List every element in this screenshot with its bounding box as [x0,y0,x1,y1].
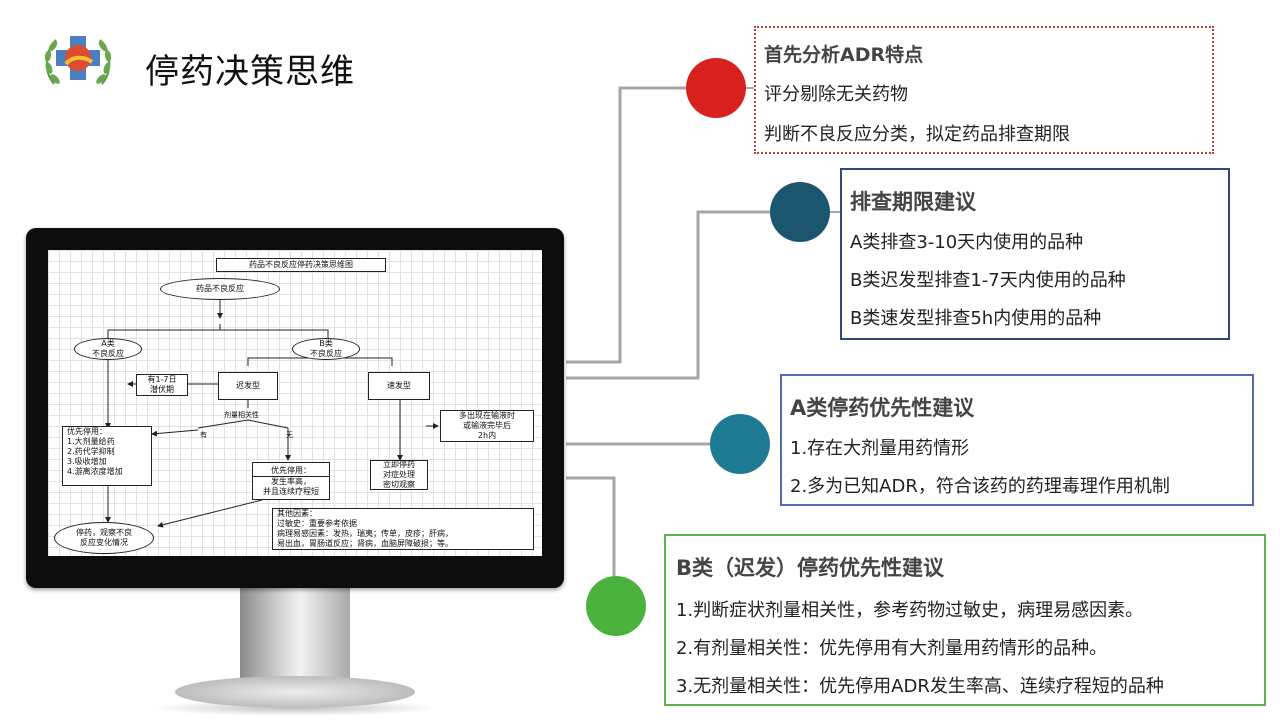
green-dot [586,576,646,636]
hospital-pharmacy-logo-icon [40,28,116,96]
callout-b-priority: B类（迟发）停药优先性建议 1.判断症状剂量相关性，参考药物过敏史，病理易感因素… [664,534,1266,706]
callout-a-priority: A类停药优先性建议 1.存在大剂量用药情形 2.多为已知ADR，符合该药的药理毒… [780,374,1254,506]
flow-stop-now-box: 立即停药对症处理密切观察 [370,460,428,490]
flow-no-label: 无 [286,431,293,439]
callout-period-line: B类速发型排查5h内使用的品种 [850,308,1102,329]
callout-adr: 首先分析ADR特点 评分剔除无关药物 判断不良反应分类，拟定药品排查期限 [754,26,1214,154]
page-title: 停药决策思维 [145,52,355,92]
monitor-stand [240,588,350,680]
callout-b-priority-title: B类（迟发）停药优先性建议 [676,556,945,580]
flow-latency-box: 有1-7日潜伏期 [136,374,188,396]
flow-dose-relation-label: 剂量相关性 [224,411,259,419]
callout-b-priority-line: 1.判断症状剂量相关性，参考药物过敏史，病理易感因素。 [676,600,1144,621]
callout-period-line: A类排查3-10天内使用的品种 [850,232,1084,253]
callout-adr-line: 判断不良反应分类，拟定药品排查期限 [764,124,1070,145]
flow-b-type-node: B类不良反应 [292,338,360,360]
callout-period-line: B类迟发型排查1-7天内使用的品种 [850,270,1126,291]
dark-teal-dot [770,182,830,242]
callout-a-priority-title: A类停药优先性建议 [790,396,975,420]
red-dot [686,58,746,118]
teal-dot [710,414,770,474]
monitor-screen-flowchart: 药品不良反应停药决策思维图 药品不良反应 A类不良反应 B类不良反应 有1-7日… [48,250,542,556]
flow-delayed-box: 迟发型 [218,372,278,400]
flow-start-node: 药品不良反应 [160,278,280,300]
callout-adr-line: 评分剔除无关药物 [764,84,908,105]
flow-other-factors-box: 其他因素： 过敏史：重要参考依据 病理易感因素：发热，瑞夷；传单，皮疹；肝病， … [272,508,534,550]
flowchart-title: 药品不良反应停药决策思维图 [216,258,386,272]
callout-b-priority-line: 2.有剂量相关性：优先停用有大剂量用药情形的品种。 [676,638,1108,659]
callout-a-priority-line: 1.存在大剂量用药情形 [790,438,970,459]
monitor-base [175,676,415,708]
flow-stop-observe-node: 停药，观察不良反应变化情况 [54,522,154,554]
flow-priority-b-box: 优先停用： 发生率高， 并且连续疗程短 [252,462,330,500]
callout-period-title: 排查期限建议 [850,190,976,214]
callout-a-priority-line: 2.多为已知ADR，符合该药的药理毒理作用机制 [790,476,1170,497]
flow-yes-label: 有 [200,431,207,439]
flow-priority-a-box: 优先停用： 1.大剂量给药 2.药代学抑制 3.吸收增加 4.游离浓度增加 [62,426,152,486]
callout-b-priority-line: 3.无剂量相关性：优先停用ADR发生率高、连续疗程短的品种 [676,676,1164,697]
flow-rapid-box: 速发型 [368,372,430,400]
callout-adr-title: 首先分析ADR特点 [764,44,924,66]
callout-period: 排查期限建议 A类排查3-10天内使用的品种 B类迟发型排查1-7天内使用的品种… [840,168,1230,340]
flow-a-type-node: A类不良反应 [74,338,142,360]
